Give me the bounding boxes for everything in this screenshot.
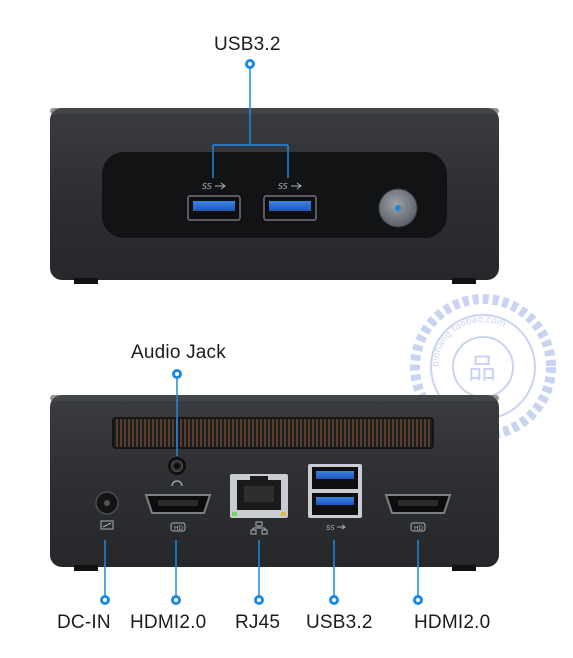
front-callout-dot <box>245 59 255 69</box>
hd-icon <box>410 522 426 532</box>
vent-grille <box>113 418 433 448</box>
ss-usb-icon: SS SS <box>202 182 302 191</box>
front-usb-port-2 <box>263 195 317 221</box>
svg-text:SS: SS <box>278 182 288 191</box>
audio-jack-label: Audio Jack <box>131 342 226 363</box>
headphone-icon <box>171 480 183 487</box>
power-button <box>378 188 418 228</box>
front-callout <box>212 64 289 178</box>
hdmi-right-label: HDMI2.0 <box>414 612 491 633</box>
dc-in-port <box>95 491 119 530</box>
ss-usb-icon: SS <box>326 524 335 532</box>
back-device: HD SS <box>50 395 499 571</box>
rj45-label: RJ45 <box>235 612 281 633</box>
front-usb-port-1 <box>187 195 241 221</box>
rj45-port <box>230 474 288 535</box>
back-usb-ports: SS <box>308 464 362 532</box>
hdmi-left-port: HD <box>144 494 212 532</box>
audio-jack-port <box>168 457 186 487</box>
hdmi-left-label: HDMI2.0 <box>130 612 207 633</box>
svg-text:品: 品 <box>468 352 496 385</box>
hd-icon <box>170 522 186 532</box>
front-device: SS SS <box>50 108 499 284</box>
hdmi-right-port: HD <box>384 494 452 532</box>
svg-text:HD: HD <box>174 525 184 532</box>
dc-in-label: DC-IN <box>57 612 111 633</box>
network-icon <box>250 521 268 535</box>
svg-text:HD: HD <box>414 525 424 532</box>
usb-back-label: USB3.2 <box>306 612 373 633</box>
power-icon <box>100 520 114 530</box>
front-usb-label: USB3.2 <box>214 34 281 55</box>
svg-text:SS: SS <box>202 182 212 191</box>
back-callouts <box>104 374 419 600</box>
